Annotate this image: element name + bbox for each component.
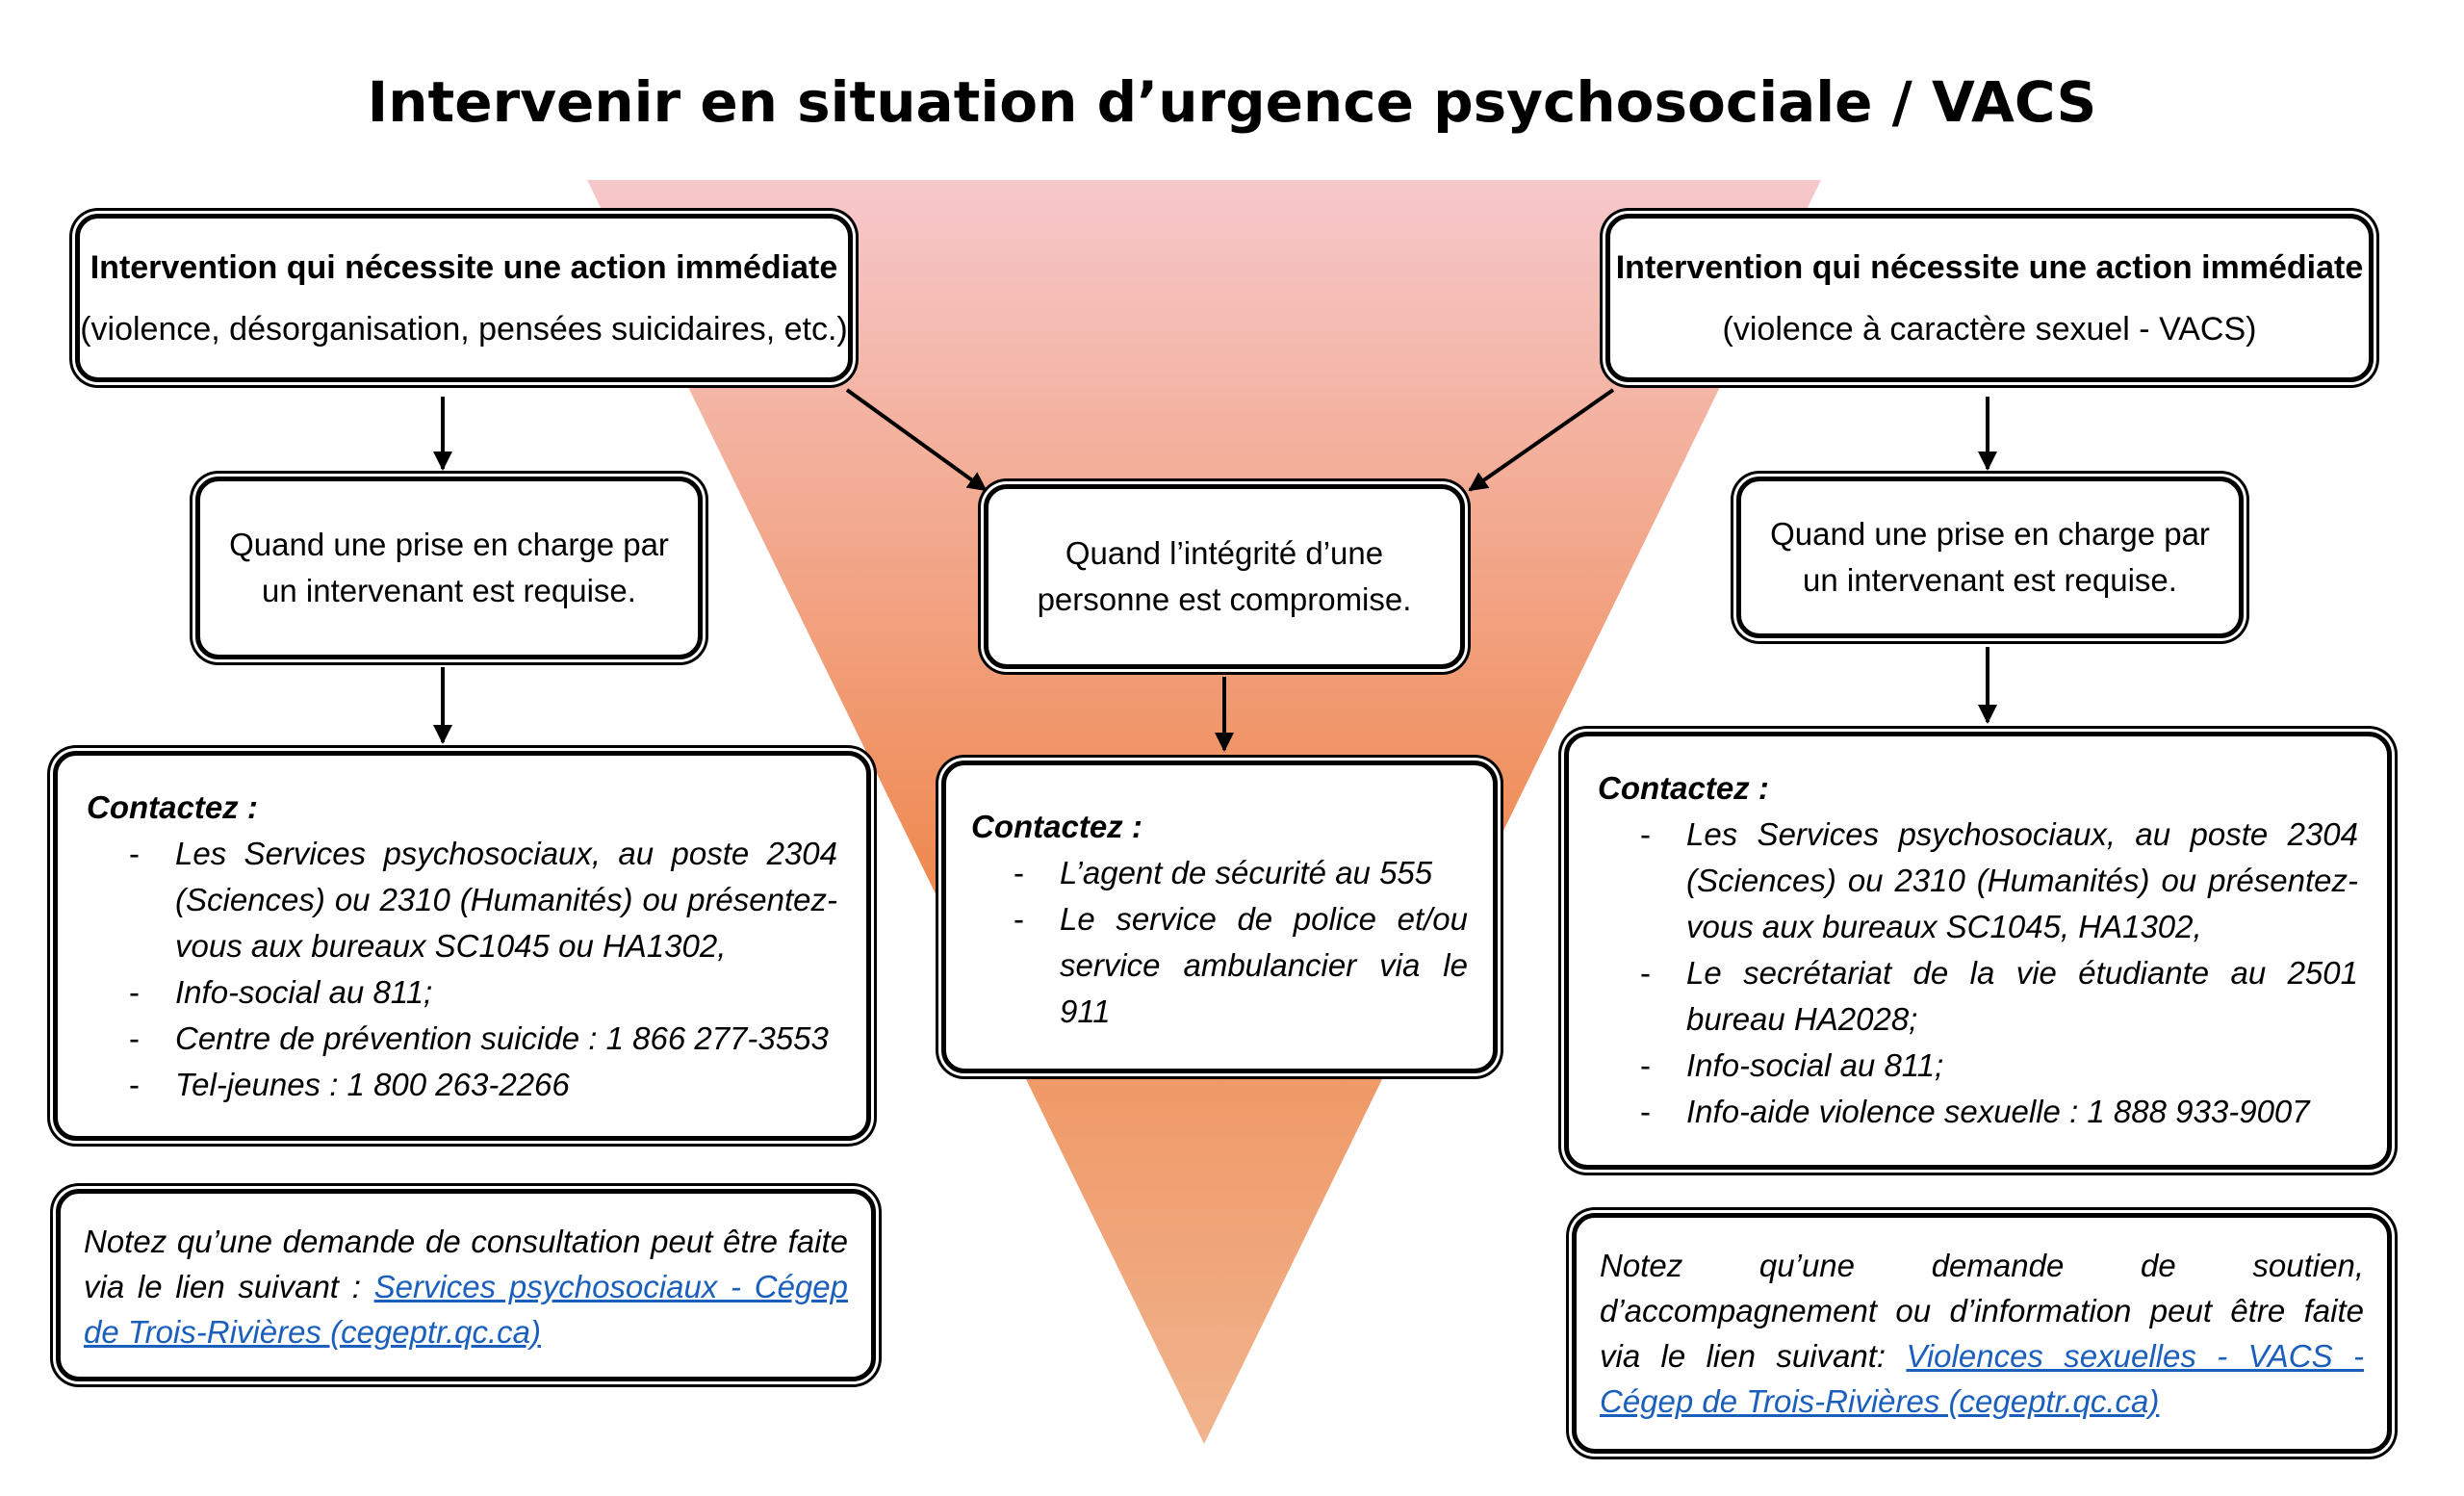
list-item: Le secrétariat de la vie étudiante au 25… (1598, 950, 2358, 1043)
right-header-box: Intervention qui nécessite une action im… (1605, 214, 2374, 382)
center-contact-box: Contactez : L’agent de sécurité au 555 L… (941, 761, 1498, 1073)
center-contact-list: L’agent de sécurité au 555 Le service de… (971, 850, 1468, 1035)
list-item: Les Services psychosociaux, au poste 230… (1598, 812, 2358, 950)
center-condition-box: Quand l’intégrité d’une personne est com… (984, 484, 1465, 669)
list-item: Centre de prévention suicide : 1 866 277… (87, 1016, 837, 1062)
list-item: Tel-jeunes : 1 800 263-2266 (87, 1062, 837, 1108)
right-contact-box: Contactez : Les Services psychosociaux, … (1564, 732, 2392, 1170)
right-note-box: Notez qu’une demande de soutien, d’accom… (1572, 1213, 2392, 1454)
center-condition-text: Quand l’intégrité d’une personne est com… (1037, 535, 1412, 617)
left-header-subtitle: (violence, désorganisation, pensées suic… (80, 310, 848, 348)
list-item: Info-aide violence sexuelle : 1 888 933-… (1598, 1089, 2358, 1135)
right-condition-box: Quand une prise en charge par un interve… (1736, 477, 2244, 638)
right-note-link[interactable]: Violences sexuelles - VACS - Cégep de Tr… (1600, 1338, 2364, 1419)
list-item: Info-social au 811; (87, 969, 837, 1016)
left-contact-list: Les Services psychosociaux, au poste 230… (87, 831, 837, 1108)
left-header-box: Intervention qui nécessite une action im… (75, 214, 853, 382)
list-item: L’agent de sécurité au 555 (971, 850, 1468, 896)
left-condition-box: Quand une prise en charge par un interve… (195, 477, 703, 659)
right-note-text: Notez qu’une demande de soutien, d’accom… (1600, 1248, 2364, 1374)
list-item: Info-social au 811; (1598, 1043, 2358, 1089)
left-header-title: Intervention qui nécessite une action im… (90, 248, 838, 286)
left-contact-lead: Contactez : (87, 789, 258, 825)
list-item: Les Services psychosociaux, au poste 230… (87, 831, 837, 969)
list-item: Le service de police et/ou service ambul… (971, 896, 1468, 1035)
right-header-subtitle: (violence à caractère sexuel - VACS) (1722, 310, 2257, 348)
left-note-text: Notez qu’une demande de consultation peu… (84, 1224, 848, 1304)
left-note-link[interactable]: Services psychosociaux - Cégep de Trois-… (84, 1269, 848, 1350)
arrow-left-header-to-center (845, 388, 988, 492)
left-condition-text: Quand une prise en charge par un interve… (229, 527, 669, 608)
left-contact-box: Contactez : Les Services psychosociaux, … (53, 751, 871, 1141)
right-contact-list: Les Services psychosociaux, au poste 230… (1598, 812, 2358, 1135)
page-title: Intervenir en situation d’urgence psycho… (367, 69, 2097, 135)
center-contact-lead: Contactez : (971, 809, 1142, 844)
right-header-title: Intervention qui nécessite une action im… (1615, 248, 2364, 286)
right-condition-text: Quand une prise en charge par un interve… (1770, 516, 2210, 598)
right-contact-lead: Contactez : (1598, 770, 1769, 806)
arrow-right-header-to-center (1468, 388, 1615, 492)
left-note-box: Notez qu’une demande de consultation peu… (56, 1189, 876, 1381)
